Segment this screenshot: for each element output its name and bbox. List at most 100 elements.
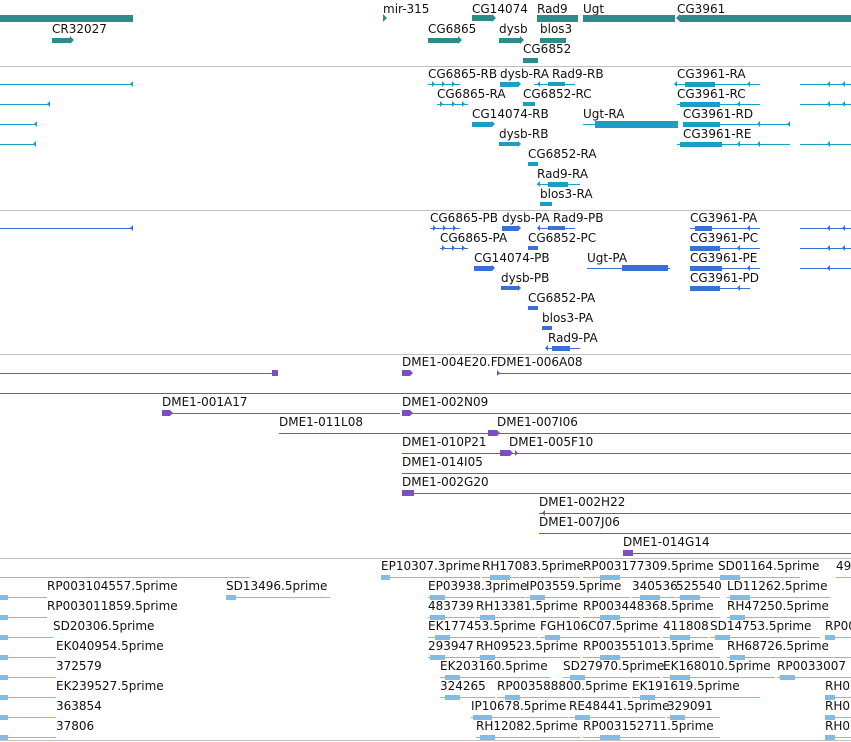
transcript-label[interactable]: Ugt-RA bbox=[583, 107, 625, 121]
est-label[interactable]: RP00 bbox=[825, 619, 851, 633]
feature-block[interactable] bbox=[0, 614, 8, 620]
feature-block[interactable] bbox=[445, 674, 460, 680]
feature-block[interactable] bbox=[690, 245, 720, 251]
feature-line[interactable] bbox=[583, 577, 720, 578]
feature-line[interactable] bbox=[718, 577, 800, 578]
feature-line[interactable] bbox=[0, 228, 133, 229]
est-label[interactable]: 372579 bbox=[56, 659, 102, 673]
feature-block[interactable] bbox=[528, 306, 538, 310]
feature-line[interactable] bbox=[727, 657, 851, 658]
feature-block[interactable] bbox=[162, 410, 170, 416]
feature-block[interactable] bbox=[502, 225, 518, 231]
feature-block[interactable] bbox=[480, 614, 495, 620]
feature-line[interactable] bbox=[539, 533, 851, 534]
feature-block[interactable] bbox=[0, 714, 8, 720]
transcript-label[interactable]: CG14074-RB bbox=[472, 107, 549, 121]
feature-block[interactable] bbox=[680, 141, 722, 147]
feature-block[interactable] bbox=[402, 490, 414, 496]
feature-line[interactable] bbox=[471, 717, 568, 718]
feature-block[interactable] bbox=[0, 734, 8, 740]
gene-label[interactable]: dysb bbox=[499, 22, 528, 36]
est-label[interactable]: RP003104557.5prime bbox=[47, 579, 178, 593]
feature-line[interactable] bbox=[428, 637, 538, 638]
transcript-label[interactable]: CG6865-RB bbox=[428, 67, 498, 81]
feature-line[interactable] bbox=[476, 617, 580, 618]
feature-line[interactable] bbox=[440, 677, 550, 678]
est-label[interactable]: RH47250.5prime bbox=[727, 599, 829, 613]
feature-block[interactable] bbox=[640, 694, 655, 700]
est-label[interactable]: SD20306.5prime bbox=[53, 619, 155, 633]
est-label[interactable]: 329091 bbox=[667, 699, 713, 713]
feature-block[interactable] bbox=[600, 614, 620, 620]
feature-line[interactable] bbox=[0, 717, 56, 718]
feature-line[interactable] bbox=[727, 597, 830, 598]
feature-line[interactable] bbox=[727, 617, 830, 618]
feature-block[interactable] bbox=[523, 102, 535, 106]
feature-block[interactable] bbox=[472, 15, 492, 21]
feature-block[interactable] bbox=[272, 370, 278, 376]
feature-block[interactable] bbox=[540, 37, 566, 43]
feature-block[interactable] bbox=[825, 634, 835, 640]
est-label[interactable]: RP003588800.5prime bbox=[497, 679, 628, 693]
feature-line[interactable] bbox=[0, 84, 133, 85]
protein-label[interactable]: Rad9-PB bbox=[553, 211, 604, 225]
feature-block[interactable] bbox=[600, 574, 620, 580]
est-label[interactable]: 525540 bbox=[676, 579, 722, 593]
feature-line[interactable] bbox=[0, 657, 56, 658]
feature-block[interactable] bbox=[474, 265, 492, 271]
feature-block[interactable] bbox=[500, 450, 510, 456]
gene-block[interactable] bbox=[0, 14, 133, 22]
feature-line[interactable] bbox=[402, 493, 851, 494]
feature-block[interactable] bbox=[480, 734, 495, 740]
feature-block[interactable] bbox=[690, 285, 720, 291]
gene-label[interactable]: CG6852 bbox=[523, 42, 572, 56]
feature-line[interactable] bbox=[402, 473, 851, 474]
feature-block[interactable] bbox=[472, 121, 492, 127]
est-label[interactable]: EP03938.3prime bbox=[428, 579, 528, 593]
feature-block[interactable] bbox=[730, 614, 745, 620]
feature-line[interactable] bbox=[540, 637, 660, 638]
transcript-label[interactable]: blos3-RA bbox=[540, 187, 593, 201]
feature-block[interactable] bbox=[402, 410, 410, 416]
feature-line[interactable] bbox=[677, 144, 790, 145]
feature-block[interactable] bbox=[499, 37, 520, 43]
est-label[interactable]: EK177453.5prime bbox=[428, 619, 536, 633]
protein-label[interactable]: blos3-PA bbox=[542, 311, 594, 325]
feature-block[interactable] bbox=[780, 674, 795, 680]
feature-block[interactable] bbox=[528, 246, 538, 250]
feature-line[interactable] bbox=[0, 737, 56, 738]
feature-block[interactable] bbox=[430, 614, 445, 620]
feature-block[interactable] bbox=[600, 654, 620, 660]
feature-block[interactable] bbox=[435, 634, 450, 640]
feature-block[interactable] bbox=[825, 694, 835, 700]
feature-line[interactable] bbox=[497, 373, 851, 374]
feature-block[interactable] bbox=[570, 674, 585, 680]
est-label[interactable]: IP10678.5prime bbox=[471, 699, 567, 713]
est-label[interactable]: EK203160.5prime bbox=[440, 659, 548, 673]
feature-block[interactable] bbox=[501, 286, 518, 290]
protein-label[interactable]: dysb-PA bbox=[502, 211, 550, 225]
feature-line[interactable] bbox=[825, 737, 851, 738]
feature-line[interactable] bbox=[476, 657, 580, 658]
feature-block[interactable] bbox=[402, 370, 410, 376]
feature-line[interactable] bbox=[663, 677, 775, 678]
feature-line[interactable] bbox=[710, 637, 820, 638]
feature-line[interactable] bbox=[428, 597, 525, 598]
clone-label[interactable]: DME1-007I06 bbox=[497, 415, 578, 429]
gene-label[interactable]: CG14074 bbox=[472, 2, 528, 16]
est-label[interactable]: RH0 bbox=[825, 679, 850, 693]
feature-line[interactable] bbox=[836, 577, 851, 578]
feature-block[interactable] bbox=[52, 37, 70, 43]
feature-block[interactable] bbox=[680, 14, 851, 22]
clone-label[interactable]: DME1-001A17 bbox=[162, 395, 248, 409]
transcript-label[interactable]: CG6852-RC bbox=[523, 87, 592, 101]
clone-label[interactable]: DME1-006A08 bbox=[497, 355, 583, 369]
feature-block[interactable] bbox=[640, 594, 660, 600]
feature-line[interactable] bbox=[440, 697, 495, 698]
feature-block[interactable] bbox=[488, 430, 497, 436]
est-label[interactable]: RH0 bbox=[825, 719, 850, 733]
protein-label[interactable]: CG14074-PB bbox=[474, 251, 550, 265]
protein-label[interactable]: CG3961-PD bbox=[690, 271, 760, 285]
feature-block[interactable] bbox=[548, 82, 565, 86]
feature-line[interactable] bbox=[583, 657, 720, 658]
